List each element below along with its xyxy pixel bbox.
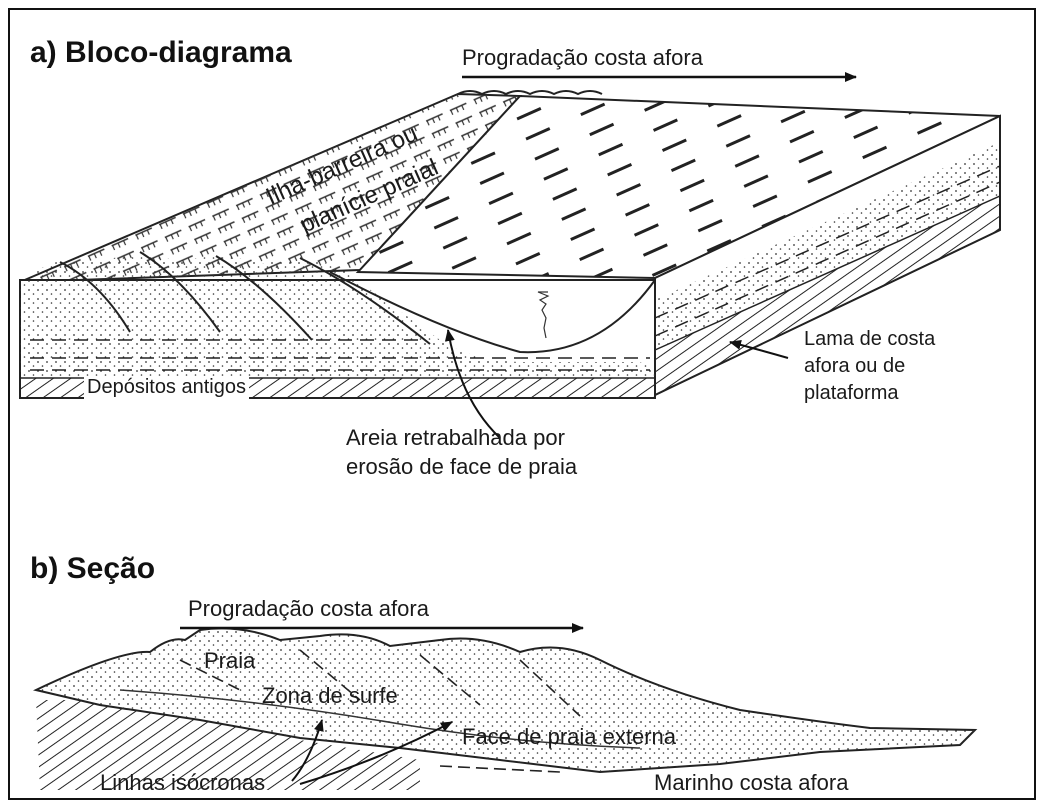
progradation-label-a: Progradação costa afora	[462, 45, 703, 70]
panel-b-title: b) Seção	[30, 552, 155, 587]
old-deposits-label: Depósitos antigos	[84, 376, 249, 399]
surf-zone-label: Zona de surfe	[262, 683, 398, 708]
section-diagram	[36, 628, 975, 790]
sand-label-line2: erosão de face de praia	[346, 454, 577, 479]
shoreface-label: Face de praia externa	[462, 724, 676, 749]
isochron-label: Linhas isócronas	[100, 770, 265, 795]
beach-label: Praia	[204, 648, 255, 673]
progradation-label-b: Progradação costa afora	[188, 596, 429, 621]
offshore-marine-label: Marinho costa afora	[654, 770, 848, 795]
mud-label-line1: Lama de costa	[804, 328, 935, 351]
sand-label-line1: Areia retrabalhada por	[346, 425, 565, 450]
panel-a-title: a) Bloco-diagrama	[30, 36, 292, 71]
mud-label-line2: afora ou de	[804, 355, 905, 378]
mud-label-line3: plataforma	[804, 382, 899, 405]
